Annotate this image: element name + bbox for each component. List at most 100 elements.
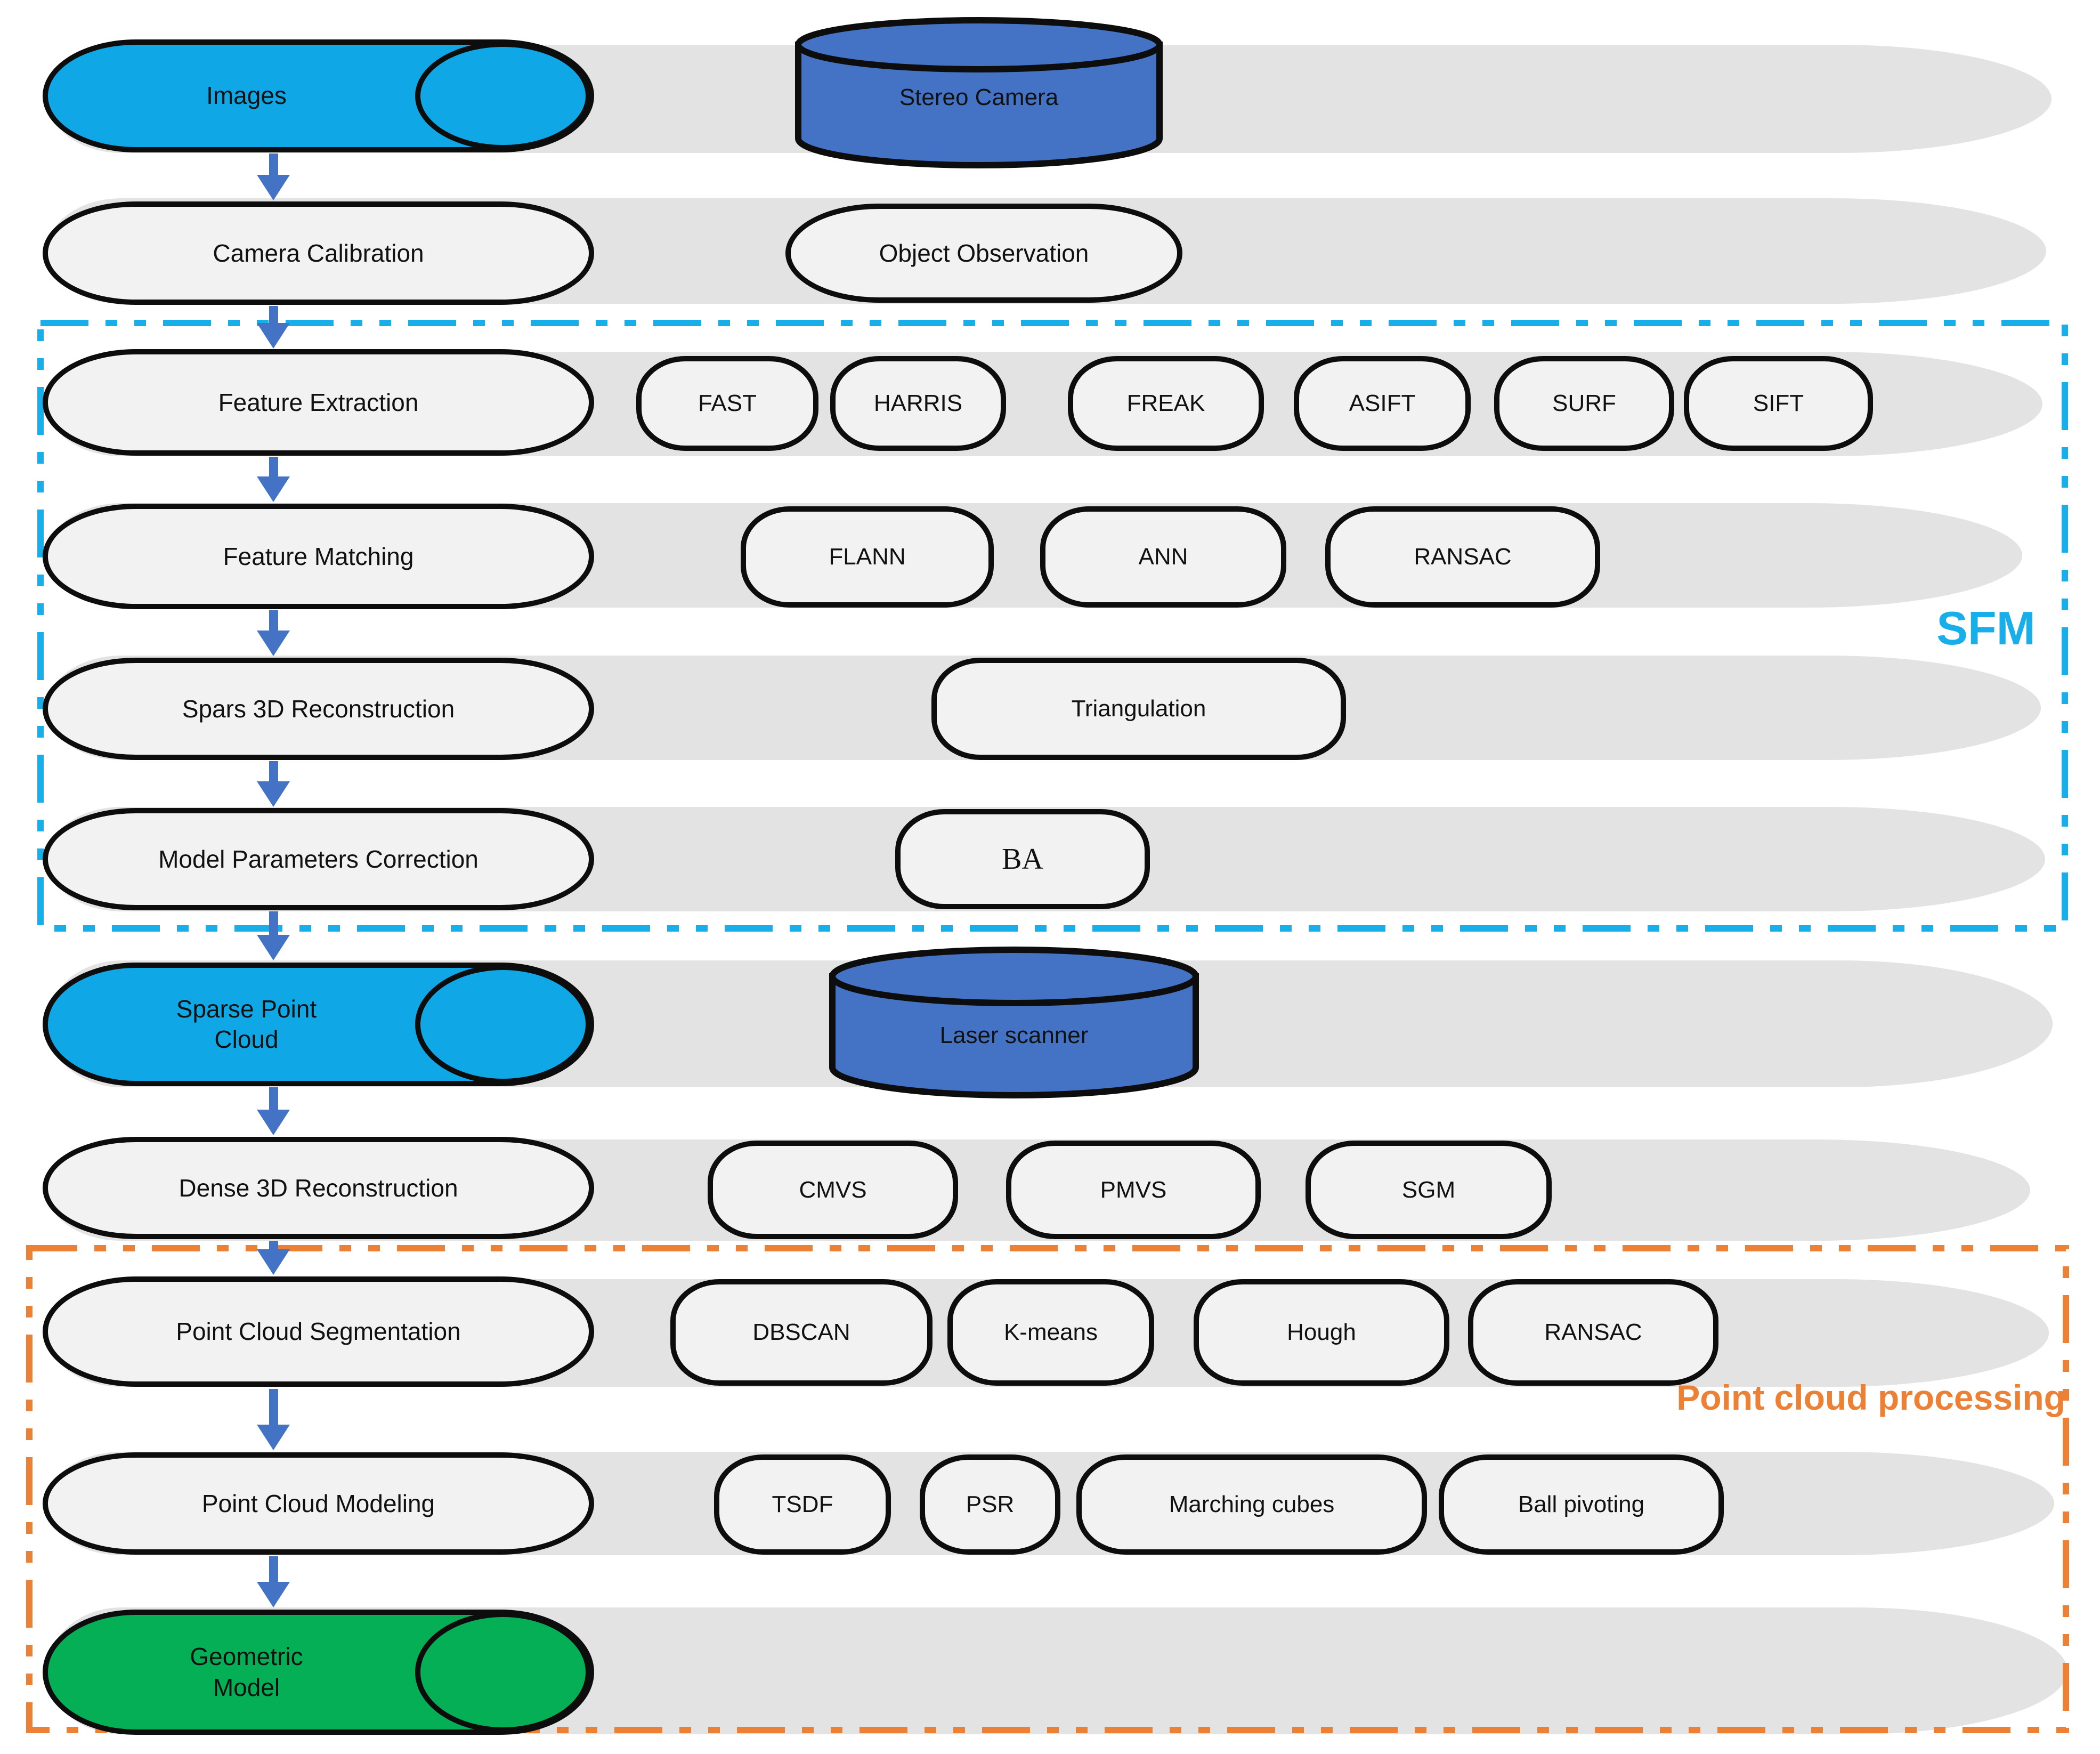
node-camera-calibration: Camera Calibration bbox=[43, 201, 594, 305]
point-cloud-processing-group-box bbox=[26, 1245, 2069, 1733]
algo-chip-psr: PSR bbox=[920, 1454, 1060, 1555]
stereo-camera-cylinder-icon bbox=[795, 17, 1163, 168]
chip-label: PSR bbox=[966, 1491, 1015, 1517]
chip-label: FAST bbox=[698, 390, 757, 416]
arrow-shaft bbox=[269, 153, 278, 175]
node-label: Object Observation bbox=[879, 239, 1089, 267]
laser-scanner-label: Laser scanner bbox=[829, 980, 1199, 1092]
node-label-line1: Sparse Point bbox=[176, 995, 317, 1023]
algo-chip-ba: BA bbox=[895, 809, 1150, 909]
arrow-head-icon bbox=[257, 476, 290, 502]
flow-arrow bbox=[257, 1241, 290, 1275]
sfm-group-box bbox=[37, 320, 2068, 932]
laser-scanner-cylinder-icon bbox=[829, 947, 1199, 1098]
algo-chip-dbscan: DBSCAN bbox=[670, 1279, 933, 1386]
node-label: Stereo Camera bbox=[899, 84, 1059, 110]
node-feature-extraction: Feature Extraction bbox=[43, 349, 594, 456]
node-model-parameters-correction: Model Parameters Correction bbox=[43, 808, 594, 910]
node-label: Feature Extraction bbox=[218, 388, 419, 416]
node-point-cloud-modeling: Point Cloud Modeling bbox=[43, 1452, 594, 1555]
algo-chip-flann: FLANN bbox=[741, 506, 994, 608]
arrow-shaft bbox=[269, 761, 278, 781]
cylinder-top bbox=[829, 947, 1199, 1006]
node-images: Images bbox=[43, 39, 594, 152]
chip-label: HARRIS bbox=[873, 390, 963, 416]
algo-chip-ransac-matching: RANSAC bbox=[1325, 506, 1600, 608]
arrow-shaft bbox=[269, 610, 278, 631]
node-label: Point Cloud Segmentation bbox=[176, 1317, 461, 1346]
chip-label: SIFT bbox=[1753, 390, 1804, 416]
algo-chip-surf: SURF bbox=[1494, 356, 1674, 451]
algo-chip-kmeans: K-means bbox=[947, 1279, 1154, 1386]
chip-label: K-means bbox=[1003, 1319, 1098, 1345]
algo-chip-sgm: SGM bbox=[1306, 1141, 1552, 1239]
chip-label: PMVS bbox=[1100, 1176, 1167, 1203]
node-sparse-3d-reconstruction: Spars 3D Reconstruction bbox=[43, 658, 594, 760]
algo-chip-triangulation: Triangulation bbox=[931, 658, 1346, 760]
node-label: Feature Matching bbox=[223, 542, 414, 570]
chip-label: SGM bbox=[1401, 1176, 1456, 1203]
algo-chip-ball-pivoting: Ball pivoting bbox=[1439, 1454, 1724, 1555]
chip-label: FLANN bbox=[829, 544, 906, 570]
algo-chip-fast: FAST bbox=[636, 356, 818, 451]
arrow-shaft bbox=[269, 306, 278, 323]
flow-arrow bbox=[257, 1556, 290, 1607]
chip-label: Hough bbox=[1287, 1319, 1356, 1345]
node-dense-3d-reconstruction: Dense 3D Reconstruction bbox=[43, 1137, 594, 1239]
algo-chip-freak: FREAK bbox=[1068, 356, 1264, 451]
chip-label: RANSAC bbox=[1544, 1319, 1642, 1345]
point-cloud-processing-group-label: Point cloud processing bbox=[1676, 1378, 2065, 1417]
node-label: Images bbox=[206, 82, 287, 110]
algo-chip-harris: HARRIS bbox=[830, 356, 1006, 451]
arrow-head-icon bbox=[257, 1425, 290, 1450]
arrow-head-icon bbox=[257, 175, 290, 200]
node-label: Point Cloud Modeling bbox=[201, 1489, 435, 1517]
cylinder-body bbox=[795, 42, 1163, 168]
sfm-group-label: SFM bbox=[1936, 602, 2036, 654]
flow-arrow bbox=[257, 457, 290, 502]
algo-chip-tsdf: TSDF bbox=[714, 1454, 891, 1555]
chip-label: Triangulation bbox=[1071, 696, 1206, 722]
node-label: Laser scanner bbox=[939, 1022, 1089, 1048]
flow-arrow bbox=[257, 610, 290, 656]
node-label: Dense 3D Reconstruction bbox=[179, 1174, 458, 1202]
arrow-shaft bbox=[269, 457, 278, 476]
node-label: Model Parameters Correction bbox=[158, 845, 479, 873]
chip-label: CMVS bbox=[799, 1176, 867, 1203]
chip-label: Ball pivoting bbox=[1518, 1491, 1645, 1517]
chip-label: RANSAC bbox=[1414, 544, 1512, 570]
algo-chip-hough: Hough bbox=[1194, 1279, 1449, 1386]
chip-label: ASIFT bbox=[1349, 390, 1416, 416]
arrow-shaft bbox=[269, 1389, 278, 1425]
flow-arrow bbox=[257, 911, 290, 960]
flow-arrow bbox=[257, 306, 290, 349]
arrow-head-icon bbox=[257, 1582, 290, 1607]
arrow-head-icon bbox=[257, 1110, 290, 1135]
stereo-camera-label: Stereo Camera bbox=[795, 42, 1163, 153]
algo-chip-pmvs: PMVS bbox=[1006, 1141, 1261, 1239]
node-geometric-model: Geometric Model bbox=[43, 1610, 594, 1735]
arrow-shaft bbox=[269, 1241, 278, 1249]
flow-arrow bbox=[257, 1087, 290, 1135]
node-feature-matching: Feature Matching bbox=[43, 504, 594, 609]
node-label: Spars 3D Reconstruction bbox=[182, 694, 455, 723]
arrow-shaft bbox=[269, 1087, 278, 1110]
cylinder-top bbox=[795, 17, 1163, 72]
cylinder-body bbox=[829, 973, 1199, 1098]
arrow-head-icon bbox=[257, 781, 290, 807]
arrow-head-icon bbox=[257, 1249, 290, 1275]
can-end-ellipse bbox=[415, 1612, 591, 1733]
chip-label: SURF bbox=[1552, 390, 1616, 416]
flow-arrow bbox=[257, 153, 290, 200]
node-object-observation: Object Observation bbox=[785, 204, 1182, 303]
node-label: Camera Calibration bbox=[213, 239, 424, 267]
chip-label: ANN bbox=[1138, 544, 1188, 570]
can-end-ellipse bbox=[415, 42, 591, 150]
node-sparse-point-cloud: Sparse Point Cloud bbox=[43, 963, 594, 1086]
arrow-head-icon bbox=[257, 631, 290, 656]
algo-chip-cmvs: CMVS bbox=[708, 1141, 958, 1239]
arrow-head-icon bbox=[257, 935, 290, 960]
algo-chip-ann: ANN bbox=[1040, 506, 1286, 608]
